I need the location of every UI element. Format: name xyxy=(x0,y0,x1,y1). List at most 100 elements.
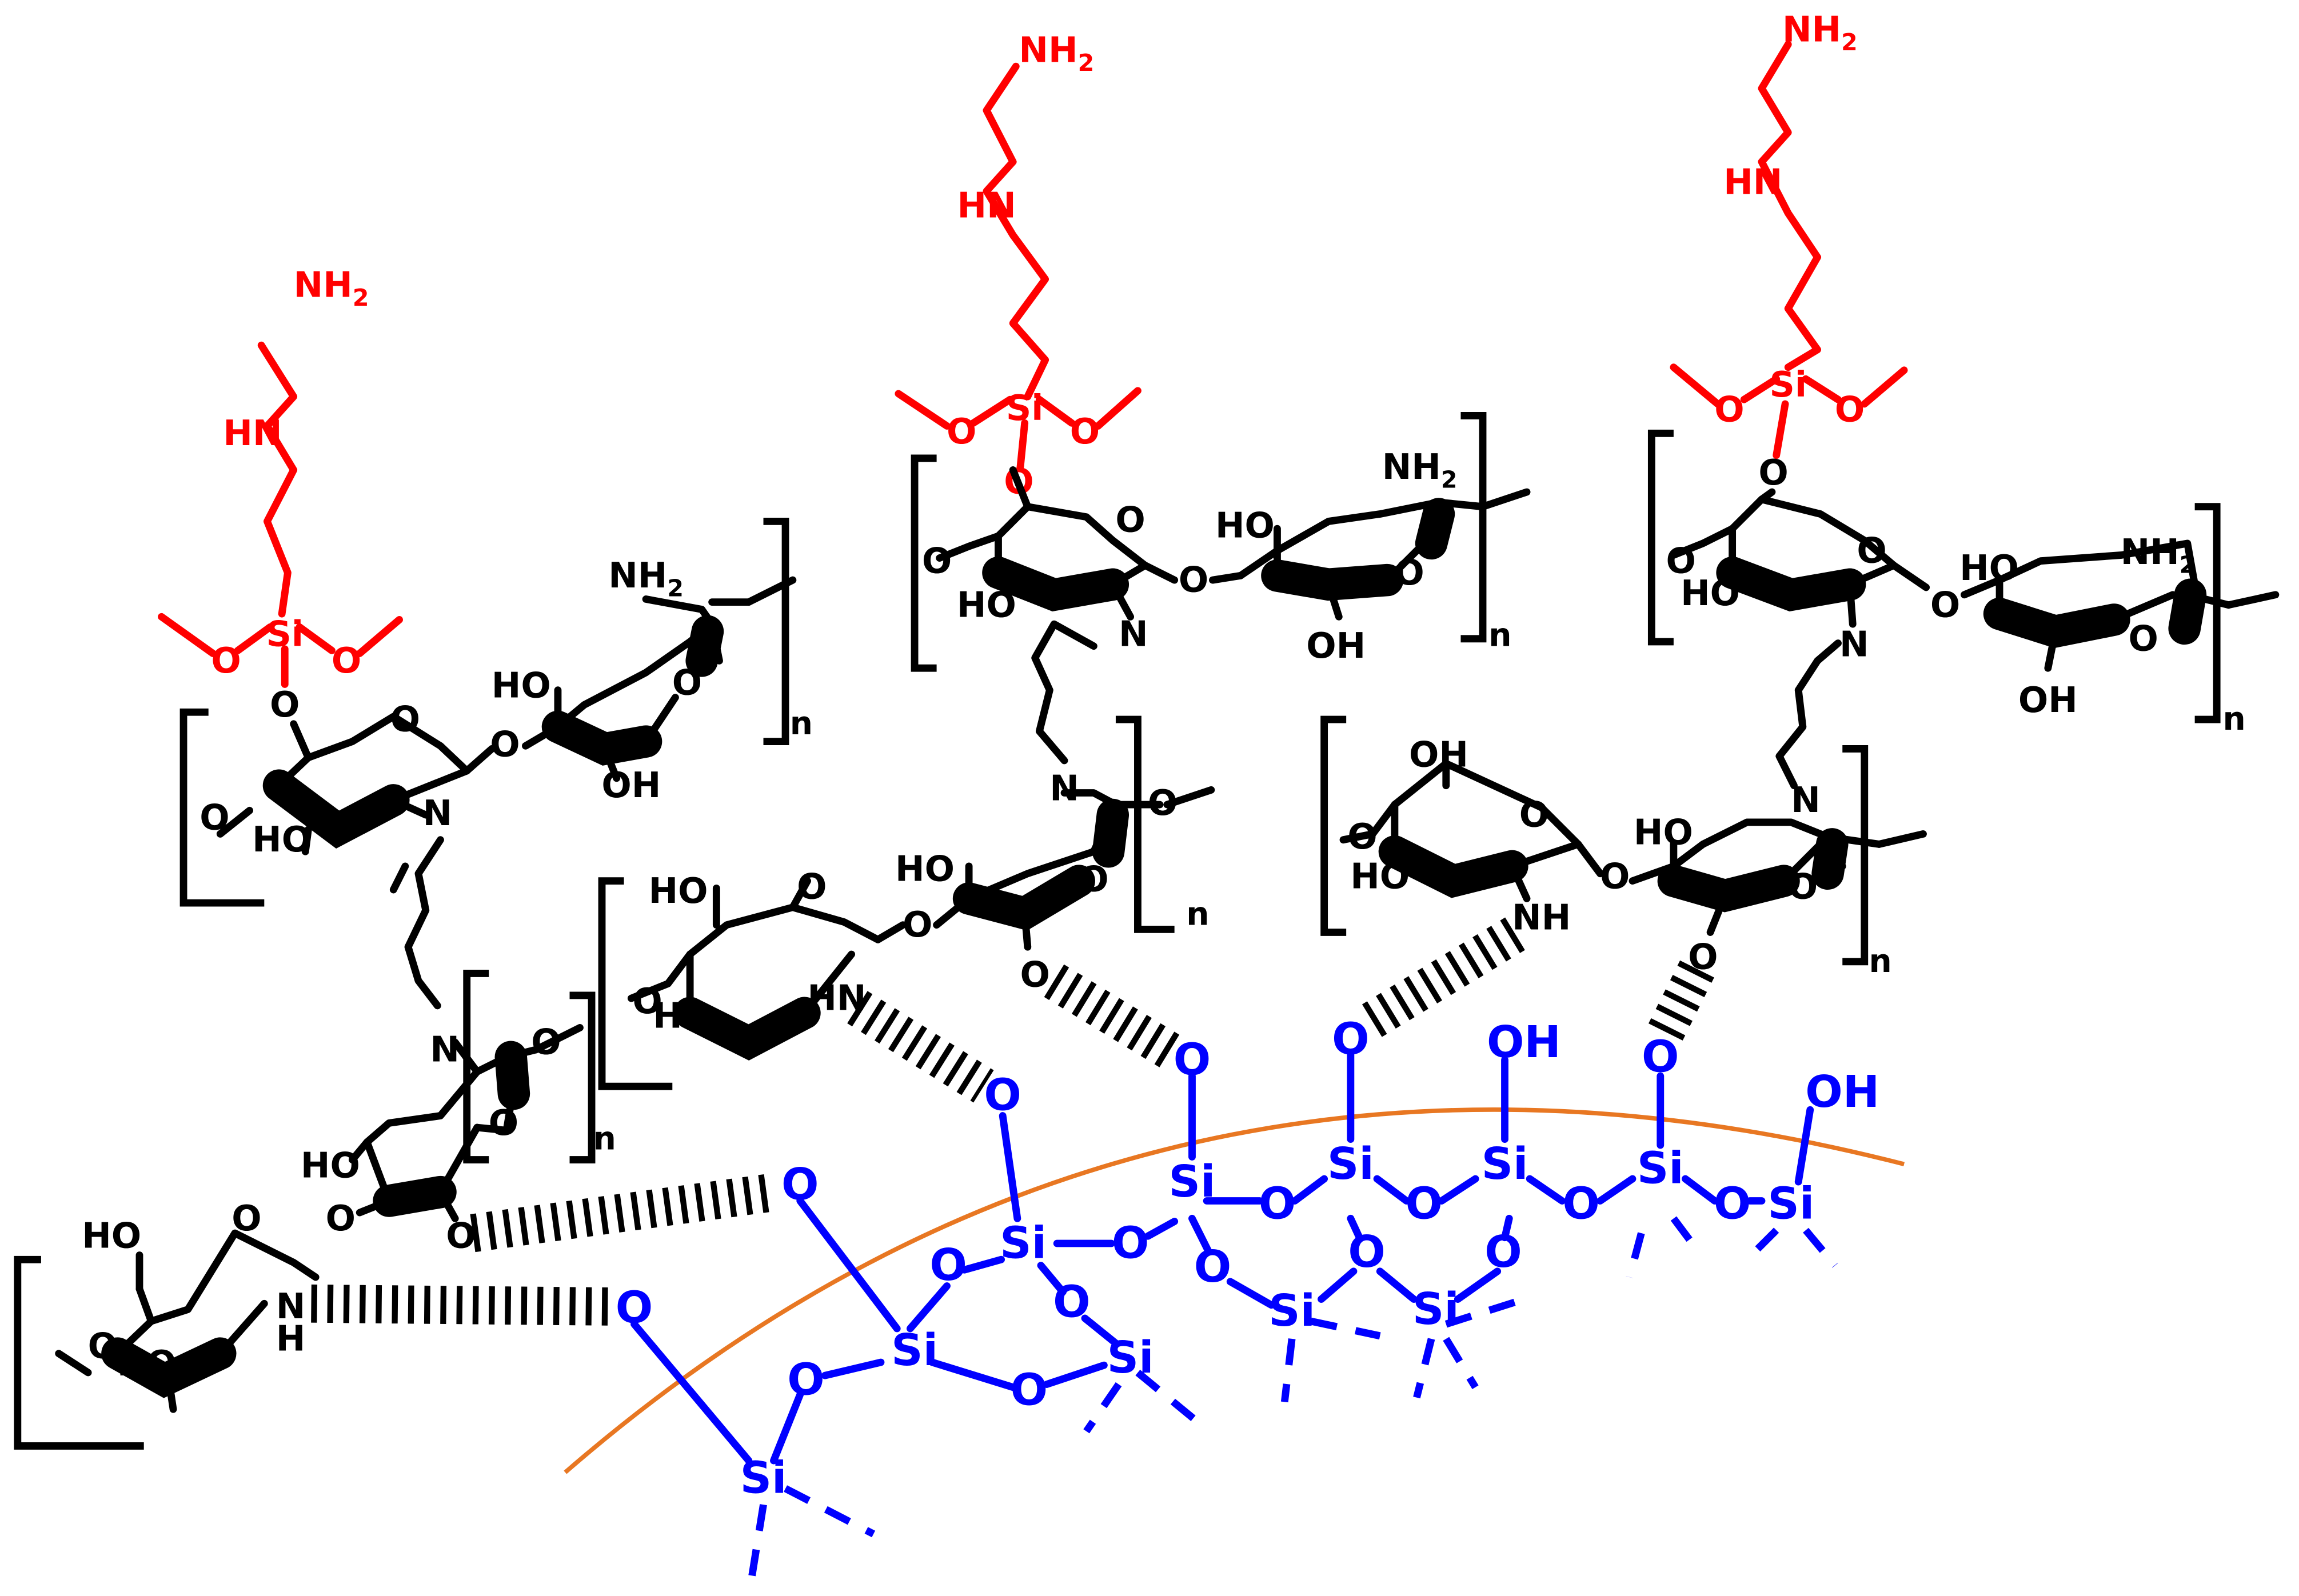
hydroxyl-ho: HO xyxy=(301,1145,360,1186)
hydroxyl-oh: OH xyxy=(601,765,661,806)
aminosilane-chain-left: NH2 HN Si O O O xyxy=(158,264,404,725)
aminosilane-chain-middle: NH2 HN Si O O O xyxy=(895,29,1141,502)
ether-o: O xyxy=(632,981,662,1022)
si-atom: Si xyxy=(1327,1138,1374,1190)
siloxane-o: O xyxy=(787,1354,824,1406)
amine-hn: HN xyxy=(807,978,866,1019)
hydroxyl-ho: HO xyxy=(82,1215,141,1257)
silicon-si: Si xyxy=(266,614,304,655)
glycosidic-o: O xyxy=(1930,584,1960,625)
repeat-n: n xyxy=(593,1121,616,1158)
ring-o: O xyxy=(1394,552,1424,593)
hydroxyl-ho: HO xyxy=(1634,811,1693,853)
siloxane-o: O xyxy=(1484,1226,1522,1278)
silicon-si: Si xyxy=(1006,387,1044,429)
chitosan-unit-upper-middle: O O HO N O HO O OH NH2 n xyxy=(911,412,1531,672)
ether-o: O xyxy=(270,684,300,725)
repeat-n: n xyxy=(1488,617,1511,654)
hydroxyl-ho: HO xyxy=(492,665,551,706)
siloxane-o: O xyxy=(1348,1226,1385,1278)
si-atom: Si xyxy=(1482,1138,1528,1190)
siloxane-o: O xyxy=(1562,1178,1599,1229)
methoxy-o: O xyxy=(531,1022,561,1063)
siloxane-o: O xyxy=(1053,1276,1090,1327)
amine-nh: NH xyxy=(1512,897,1571,938)
amine-nh2: NH2 xyxy=(294,264,369,311)
hydroxyl-ho: HO xyxy=(117,1343,177,1384)
glycosidic-o: O xyxy=(1600,855,1630,897)
hydroxyl-ho: HO xyxy=(649,870,708,911)
hydroxyl-o: O xyxy=(1688,937,1718,978)
imine-n: N xyxy=(1119,614,1148,655)
glycosidic-o: O xyxy=(326,1198,356,1239)
imine-n: N xyxy=(1049,767,1079,809)
amine-hn: HN xyxy=(1723,162,1782,203)
hydroxyl-oh: OH xyxy=(1409,734,1468,775)
siloxane-o: O xyxy=(1011,1365,1048,1416)
amine-h: H xyxy=(276,1318,306,1359)
ether-o: O xyxy=(1666,540,1696,581)
hydroxyl-oh: OH xyxy=(2018,679,2078,721)
siloxane-o: O xyxy=(1112,1218,1149,1269)
hydroxyl-ho: HO xyxy=(1215,505,1275,546)
imine-double-bond xyxy=(389,862,409,894)
amine-nh2: NH2 xyxy=(2121,531,2196,578)
glycosidic-o: O xyxy=(903,904,932,945)
hydroxyl-ho: HO xyxy=(1959,547,2019,589)
methoxy-o: O xyxy=(947,411,976,452)
hydroxyl-ho: HO xyxy=(653,995,712,1036)
si-atom: Si xyxy=(1169,1156,1216,1207)
siloxane-o: O xyxy=(1194,1241,1231,1293)
hydroxyl-oh: OH xyxy=(1306,625,1366,666)
glycosidic-o: O xyxy=(1179,559,1208,601)
ring-o: O xyxy=(2129,618,2158,659)
amine-nh2: NH2 xyxy=(608,555,684,602)
chitosan-unit-right: OH O O HO NH O HO O N O n xyxy=(1320,715,1927,980)
silanol-o-2: O xyxy=(984,1069,1021,1121)
ether-o: O xyxy=(922,540,952,581)
si-atom: Si xyxy=(1268,1285,1315,1337)
repeat-n: n xyxy=(790,705,813,742)
amine-n: N xyxy=(276,1286,306,1327)
hydroxyl-o: O xyxy=(446,1215,476,1257)
ring-o: O xyxy=(232,1198,261,1239)
ring-o: O xyxy=(1857,530,1886,571)
silanol-o-6: O xyxy=(1642,1031,1679,1082)
methoxy-o: O xyxy=(211,640,241,681)
hydroxyl-o: O xyxy=(1020,954,1049,995)
chitosan-unit-center: HO O O HO HN O HO O O N xyxy=(598,767,1164,1090)
hydroxyl-ho: HO xyxy=(1681,573,1740,614)
imine-n: N xyxy=(1839,624,1869,665)
glutaraldehyde-linker-right xyxy=(1775,639,1842,790)
siloxane-o: O xyxy=(1714,1178,1751,1229)
silicon-si: Si xyxy=(1769,364,1807,405)
chitosan-unit-bottom-left: O HO O HO N H xyxy=(14,1198,320,1450)
hydroxyl-ho: HO xyxy=(895,849,955,890)
silanol-o-4: O xyxy=(616,1282,653,1334)
amine-hn: HN xyxy=(957,185,1016,226)
glutaraldehyde-linker-left xyxy=(404,836,444,1010)
si-atom: Si xyxy=(1107,1332,1154,1383)
si-atom: Si xyxy=(891,1325,938,1376)
ether-o: O xyxy=(1347,816,1377,857)
hydrogen-bonds xyxy=(311,917,1714,1326)
si-atom: Si xyxy=(1767,1178,1814,1229)
amine-nh2: NH2 xyxy=(1019,29,1094,76)
methoxy-o: O xyxy=(1835,389,1865,430)
ring-o: O xyxy=(672,662,702,703)
silanol-o-3: O xyxy=(781,1159,819,1210)
repeat-n: n xyxy=(1869,943,1891,980)
si-atom: Si xyxy=(1412,1283,1459,1335)
siloxane-o: O xyxy=(1259,1178,1296,1229)
amine-nh2: NH2 xyxy=(1382,446,1458,493)
methoxy-o: O xyxy=(1714,389,1744,430)
imine-n: N xyxy=(430,1029,460,1070)
ether-o: O xyxy=(1758,452,1788,493)
imine-n: N xyxy=(423,793,453,834)
silanol-oh-2: OH xyxy=(1805,1066,1879,1118)
ring-o: O xyxy=(797,866,827,907)
hydroxyl-ho: HO xyxy=(957,584,1016,625)
aminosilane-chain-right: NH2 HN Si O O O xyxy=(1670,9,1908,493)
glycosidic-o: O xyxy=(490,723,520,765)
methoxy-o: O xyxy=(332,640,361,681)
